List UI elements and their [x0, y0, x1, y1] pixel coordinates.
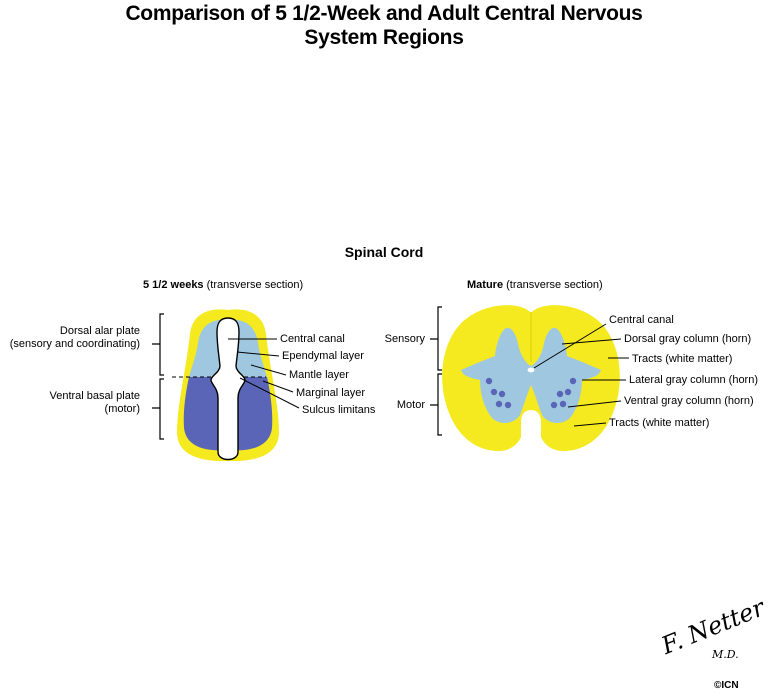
label-ventral-basal-plate: Ventral basal plate (motor) [49, 390, 140, 416]
icn-logo: ©ICN [714, 680, 739, 691]
label-ependymal-layer: Ependymal layer [282, 350, 364, 362]
label-dorsal-gray-column: Dorsal gray column (horn) [624, 333, 752, 345]
page-title: Comparison of 5 1/2-Week and Adult Centr… [0, 2, 768, 50]
mature-section [430, 305, 629, 452]
leader-sulcus [239, 377, 300, 409]
embryo-central-canal [221, 328, 235, 455]
mature-central-canal [527, 367, 535, 373]
nucleus-dot [498, 390, 506, 398]
embryo-dorsal-bracket [152, 313, 164, 376]
label-mantle-layer: Mantle layer [289, 369, 349, 381]
leader-mantle [250, 364, 287, 376]
embryo-section [152, 309, 300, 462]
label-ventral-line-1: Ventral basal plate [49, 390, 140, 402]
section-title: Spinal Cord [344, 244, 424, 260]
label-tracts-bottom: Tracts (white matter) [609, 417, 710, 429]
mature-heading-bold: Mature [467, 279, 504, 291]
title-line-1: Comparison of 5 1/2-Week and Adult Centr… [125, 2, 643, 25]
nucleus-dot [485, 377, 493, 385]
label-lateral-gray-column: Lateral gray column (horn) [629, 374, 759, 386]
mature-sensory-bracket [430, 306, 442, 371]
label-marginal-layer: Marginal layer [296, 387, 366, 399]
mature-heading-rest: (transverse section) [503, 279, 603, 291]
mature-gray-matter [461, 327, 601, 424]
nucleus-dot [569, 377, 577, 385]
leader-dorsal-gray [561, 338, 622, 345]
nucleus-dot [550, 401, 558, 409]
label-dorsal-alar-plate: Dorsal alar plate (sensory and coordinat… [10, 325, 140, 351]
leader-ependymal [236, 351, 280, 357]
label-mature-central-canal: Central canal [609, 314, 674, 326]
label-dorsal-line-1: Dorsal alar plate [59, 325, 140, 337]
signature-degree: M.D. [712, 648, 739, 661]
nucleus-dot [490, 388, 498, 396]
mature-ventral-nuclei [485, 377, 577, 409]
nucleus-dot [556, 390, 564, 398]
mature-motor-bracket [430, 373, 442, 436]
nucleus-dot [504, 401, 512, 409]
leader-tracts-bottom [573, 422, 607, 427]
nucleus-dot [559, 400, 567, 408]
label-ventral-line-2: (motor) [104, 403, 140, 415]
embryo-panel-title: 5 1/2 weeks (transverse section) [143, 279, 303, 291]
label-motor: Motor [396, 399, 425, 411]
label-ventral-gray-column: Ventral gray column (horn) [624, 395, 754, 407]
title-line-2: System Regions [304, 26, 464, 49]
nucleus-dot [564, 388, 572, 396]
embryo-ventral-bracket [152, 378, 164, 440]
leader-marginal [262, 380, 294, 393]
label-central-canal: Central canal [280, 333, 345, 345]
leader-mature-canal [533, 323, 607, 369]
label-tracts-top: Tracts (white matter) [632, 353, 733, 365]
leader-ventral-gray [567, 400, 622, 408]
embryo-heading-bold: 5 1/2 weeks [143, 279, 204, 291]
label-sulcus-limitans: Sulcus limitans [302, 404, 376, 416]
embryo-heading-rest: (transverse section) [203, 279, 304, 291]
label-sensory: Sensory [384, 333, 425, 345]
mature-panel-title: Mature (transverse section) [467, 279, 603, 291]
nucleus-dot [495, 400, 503, 408]
label-dorsal-line-2: (sensory and coordinating) [9, 338, 140, 350]
